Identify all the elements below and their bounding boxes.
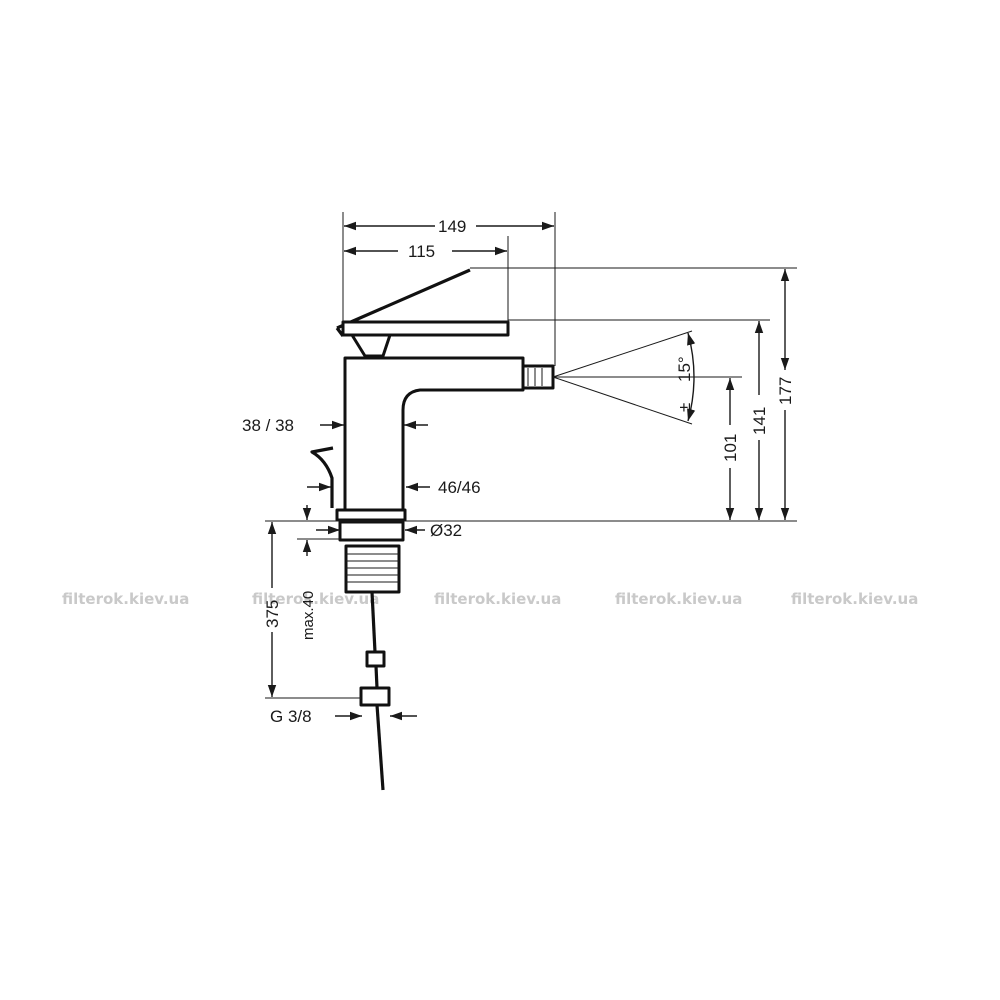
faucet-body bbox=[343, 356, 525, 512]
dim-body-section-lower: 46/46 bbox=[438, 478, 481, 497]
hose-end bbox=[375, 704, 385, 791]
watermark-text: filterok.kiev.ua bbox=[434, 590, 561, 608]
dim-thread-length: 375 bbox=[263, 600, 282, 628]
dim-spout-reach: 115 bbox=[408, 242, 435, 261]
dim-height-spout: 101 bbox=[721, 434, 740, 462]
base-plate bbox=[335, 508, 407, 522]
dim-height-overall: 177 bbox=[776, 377, 795, 405]
watermark-group: filterok.kiev.ua filterok.kiev.ua filter… bbox=[62, 590, 918, 608]
dim-spray-angle-prefix: ± bbox=[675, 403, 694, 412]
extension-lines bbox=[265, 212, 797, 699]
dim-connection: G 3/8 bbox=[270, 707, 312, 726]
lever-hub bbox=[350, 333, 392, 358]
dim-height-lever: 141 bbox=[750, 407, 769, 435]
supply-hose bbox=[370, 591, 377, 653]
lever-plate bbox=[341, 320, 510, 337]
dimension-lines bbox=[267, 221, 790, 721]
popup-lever bbox=[310, 446, 334, 508]
watermark-text: filterok.kiev.ua bbox=[791, 590, 918, 608]
dim-max-thickness: max.40 bbox=[300, 591, 317, 640]
watermark-text: filterok.kiev.ua bbox=[252, 590, 379, 608]
faucet-outline bbox=[310, 268, 555, 791]
dim-width-overall: 149 bbox=[438, 217, 466, 236]
washer bbox=[338, 520, 405, 542]
hose-connector bbox=[365, 650, 386, 668]
dim-thread-diameter: Ø32 bbox=[430, 521, 462, 540]
dimension-labels: 149 115 177 141 101 15° ± 38 / 38 46/46 … bbox=[242, 217, 795, 726]
dim-body-section-upper: 38 / 38 bbox=[242, 416, 294, 435]
watermark-text: filterok.kiev.ua bbox=[62, 590, 189, 608]
dim-spray-angle: 15° bbox=[675, 356, 694, 382]
watermark-text: filterok.kiev.ua bbox=[615, 590, 742, 608]
hose-nut bbox=[359, 686, 391, 707]
threaded-shank bbox=[344, 544, 401, 594]
